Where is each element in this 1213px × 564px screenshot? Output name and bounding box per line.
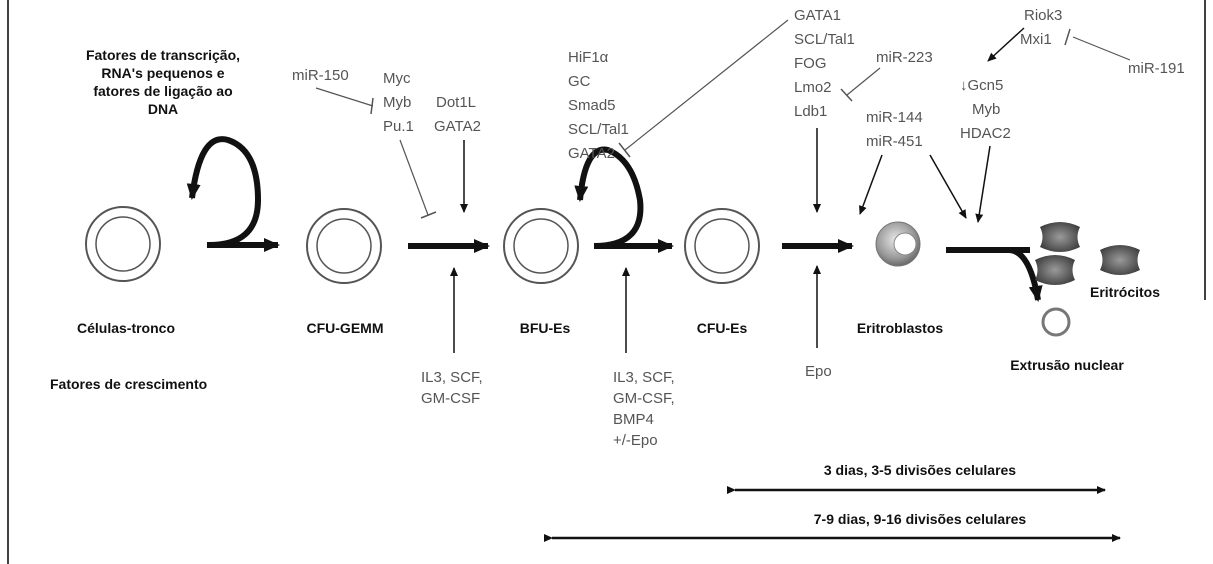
stage-label-cfu-es: CFU-Es [697, 320, 748, 336]
label-hif1a: HiF1α [568, 49, 609, 66]
inhibit-pu1-arrow [400, 140, 428, 215]
label-pu1: Pu.1 [383, 118, 414, 135]
self-renewal-arrow-stem [192, 139, 258, 245]
stage-label-erythroblasts: Eritroblastos [857, 320, 944, 336]
stem-cell [86, 207, 160, 281]
label-riok3: Riok3 [1024, 7, 1062, 24]
arrow-mir144-down [860, 155, 882, 214]
label-gata2-a: GATA2 [434, 118, 481, 135]
label-myb: Myb [383, 94, 411, 111]
cfu-es-cell [685, 209, 759, 283]
cfu-gemm-cell [307, 209, 381, 283]
duration-short-label: 3 dias, 3-5 divisões celulares [824, 462, 1016, 478]
inhibit-mir191-mxi1 [1073, 37, 1130, 60]
label-gf-bfu-3: BMP4 [613, 411, 654, 428]
label-lmo2: Lmo2 [794, 79, 832, 96]
inhibit-mir223-lmo2 [847, 68, 880, 95]
label-gf-gemm-2: GM-CSF [421, 390, 480, 407]
label-dot1l: Dot1L [436, 94, 476, 111]
label-gcn5: ↓Gcn5 [960, 77, 1003, 94]
growth-factors-label: Fatores de crescimento [50, 376, 207, 392]
arrow-gcn5-down [978, 146, 990, 222]
label-ldb1: Ldb1 [794, 103, 827, 120]
arrow-erythroblast-to-extrusion [946, 250, 1038, 300]
label-mir144: miR-144 [866, 109, 923, 126]
label-mir451: miR-451 [866, 133, 923, 150]
label-myb-b: Myb [972, 101, 1000, 118]
stage-label-stem: Células-tronco [77, 320, 175, 336]
label-hdac2: HDAC2 [960, 125, 1011, 142]
erythrocytes [1035, 222, 1140, 285]
arrow-riok3-gcn5 [988, 28, 1024, 61]
self-renewal-arrow-bfu [580, 150, 640, 246]
label-mir223: miR-223 [876, 49, 933, 66]
heading-line1: Fatores de transcrição, [86, 47, 240, 63]
label-gf-bfu-1: IL3, SCF, [613, 369, 675, 386]
heading-line3: fatores de ligação ao [93, 83, 232, 99]
label-gata1: GATA1 [794, 7, 841, 24]
heading-line4: DNA [148, 101, 178, 117]
label-myc: Myc [383, 70, 411, 87]
label-gf-epo: Epo [805, 363, 832, 380]
stage-label-nuclear-extrusion: Extrusão nuclear [1010, 357, 1124, 373]
stage-label-cfu-gemm: CFU-GEMM [307, 320, 384, 336]
label-gf-bfu-4: +/-Epo [613, 432, 658, 449]
label-smad5: Smad5 [568, 97, 616, 114]
label-gata2-b: GATA2 [568, 145, 615, 162]
inhibit-gata1-gata2 [625, 20, 788, 150]
myc-group: Myc Myb Pu.1 [383, 70, 414, 135]
label-mxi1: Mxi1 [1020, 31, 1052, 48]
stage-label-erythrocytes: Eritrócitos [1090, 284, 1160, 300]
arrow-mir451-down [930, 155, 966, 218]
label-scl-tal1-a: SCL/Tal1 [568, 121, 629, 138]
erythroblast-cell [876, 222, 920, 266]
bfu-es-cell [504, 209, 578, 283]
heading: Fatores de transcrição, RNA's pequenos e… [86, 47, 240, 117]
label-mir150: miR-150 [292, 67, 349, 84]
heading-line2: RNA's pequenos e [101, 65, 224, 81]
label-mir191: miR-191 [1128, 60, 1185, 77]
duration-long-label: 7-9 dias, 9-16 divisões celulares [814, 511, 1027, 527]
stage-label-bfu-es: BFU-Es [520, 320, 571, 336]
inhibit-mir150-myb [316, 88, 373, 106]
label-gf-gemm-1: IL3, SCF, [421, 369, 483, 386]
label-fog: FOG [794, 55, 827, 72]
label-gc: GC [568, 73, 591, 90]
label-gf-bfu-2: GM-CSF, [613, 390, 675, 407]
extruded-nucleus [1043, 309, 1069, 335]
label-scl-tal1-b: SCL/Tal1 [794, 31, 855, 48]
